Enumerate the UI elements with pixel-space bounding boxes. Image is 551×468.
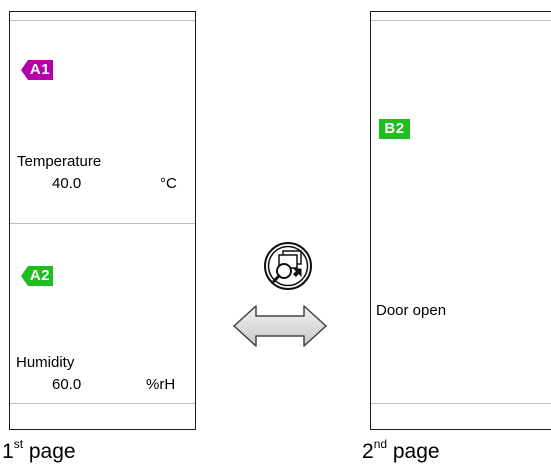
zone-a2-badge: A2 <box>21 266 53 286</box>
second-page-panel: B2 Door open <box>370 11 551 430</box>
first-page-panel: A1 Temperature 40.0 °C A2 Humidity 60.0 … <box>9 11 196 430</box>
temperature-label: Temperature <box>17 153 102 170</box>
double-arrow-icon <box>233 305 327 347</box>
first-page-caption: 1st page <box>2 438 76 463</box>
zone-a1-badge: A1 <box>21 60 53 80</box>
caption-text: page <box>387 440 440 463</box>
bottom-divider <box>10 403 195 404</box>
zone-b2-badge: B2 <box>379 119 410 139</box>
temperature-value: 40.0 <box>52 175 82 192</box>
temperature-unit: °C <box>160 175 177 192</box>
top-divider <box>371 20 551 21</box>
caption-ordinal: st <box>13 437 24 451</box>
humidity-label: Humidity <box>16 354 75 371</box>
humidity-value: 60.0 <box>52 376 82 393</box>
caption-text: page <box>23 440 76 463</box>
caption-number: 1 <box>2 440 14 463</box>
door-open-label: Door open <box>376 302 447 319</box>
caption-ordinal: nd <box>373 437 388 451</box>
top-divider <box>10 20 195 21</box>
page-switch-icon[interactable] <box>262 240 314 292</box>
zone-divider <box>10 223 195 224</box>
bottom-divider <box>371 403 551 404</box>
second-page-caption: 2nd page <box>362 438 440 463</box>
caption-number: 2 <box>362 440 374 463</box>
humidity-unit: %rH <box>146 376 176 393</box>
